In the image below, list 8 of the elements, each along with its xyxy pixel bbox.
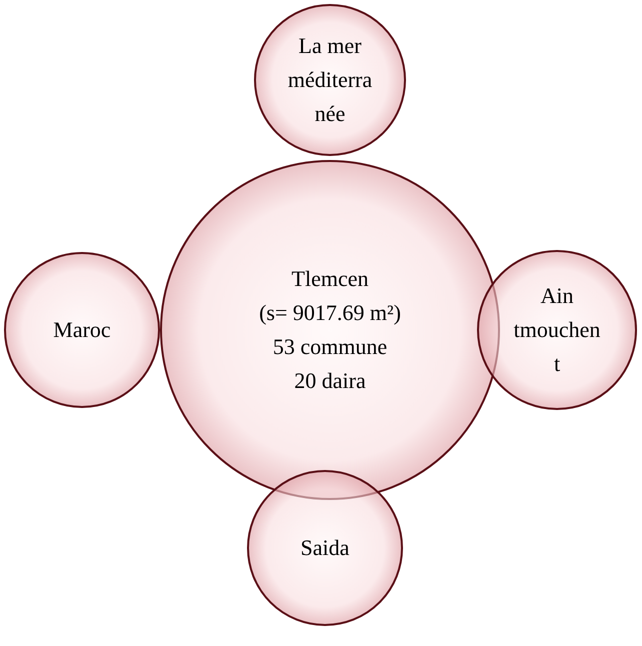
node-label: Tlemcen (292, 265, 368, 293)
node-label: (s= 9017.69 m²) (259, 299, 401, 327)
node-label: 53 commune (272, 333, 388, 361)
node-label: 20 daira (294, 367, 366, 395)
node-label: Ain tmouchent (512, 282, 602, 378)
node-label: Saida (300, 534, 350, 562)
node-label: Maroc (53, 316, 111, 344)
node-label: La mer méditerranée (286, 32, 374, 128)
